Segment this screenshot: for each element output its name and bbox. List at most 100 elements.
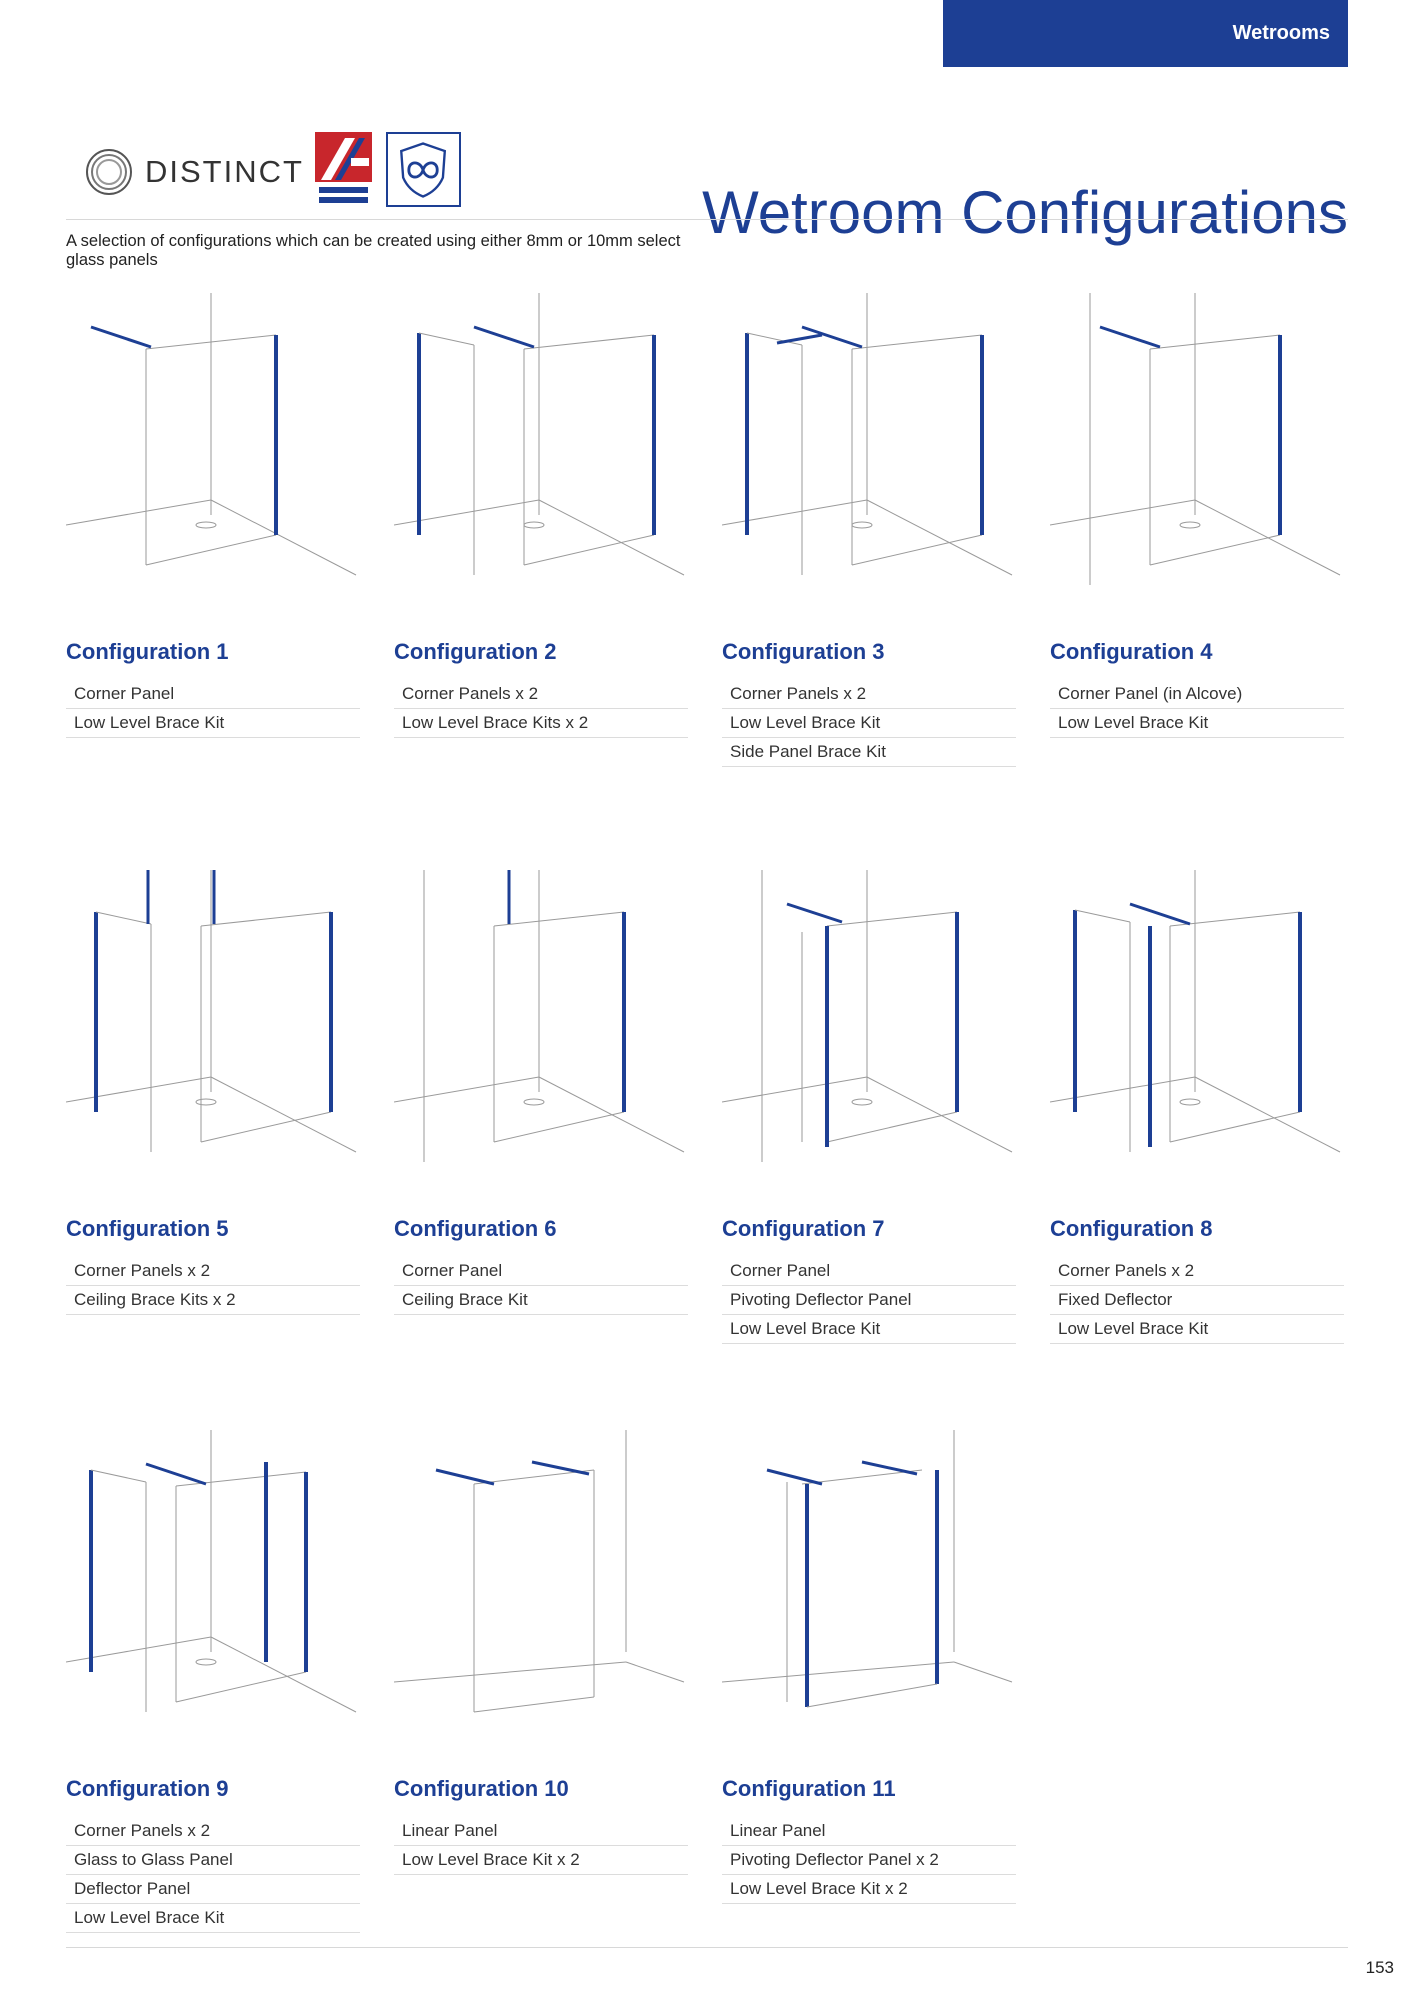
panel-bottom xyxy=(200,1111,332,1143)
brace-bar xyxy=(531,1460,590,1476)
configuration-item: Low Level Brace Kit xyxy=(66,1904,360,1933)
configuration-title: Configuration 8 xyxy=(1050,1216,1213,1241)
configuration-item: Corner Panels x 2 xyxy=(394,680,688,709)
configuration-title: Configuration 7 xyxy=(722,1216,885,1241)
configuration-item: Corner Panel (in Alcove) xyxy=(1050,680,1344,709)
brace-bar xyxy=(145,1462,207,1486)
brace-bar xyxy=(473,325,535,349)
panel-top xyxy=(90,1469,147,1483)
floor-drain-icon xyxy=(195,1098,217,1106)
configuration-drawing xyxy=(394,1430,685,1713)
floor-drain-icon xyxy=(851,1098,873,1106)
panel-top xyxy=(1169,911,1301,927)
configuration-drawing xyxy=(66,1430,357,1713)
configuration-item: Low Level Brace Kit xyxy=(1050,1315,1344,1344)
brace-bar xyxy=(776,333,823,345)
panel-top xyxy=(1074,909,1131,923)
floor-left-line xyxy=(394,1076,540,1103)
floor-right-line xyxy=(625,1661,685,1683)
panel-top xyxy=(418,332,475,346)
configuration-item: Corner Panels x 2 xyxy=(66,1257,360,1286)
configuration-item: Low Level Brace Kit xyxy=(722,1315,1016,1344)
configuration-title: Configuration 3 xyxy=(722,639,885,664)
configuration-item: Deflector Panel xyxy=(66,1875,360,1904)
floor-right-line xyxy=(1194,1076,1341,1153)
configuration-item: Fixed Deflector xyxy=(1050,1286,1344,1315)
configuration-item: Glass to Glass Panel xyxy=(66,1846,360,1875)
configuration-item: Corner Panels x 2 xyxy=(722,680,1016,709)
configuration-item: Pivoting Deflector Panel x 2 xyxy=(722,1846,1016,1875)
panel-bottom xyxy=(826,1111,958,1143)
panel-bottom xyxy=(175,1671,307,1703)
panel-top xyxy=(493,911,625,927)
configuration-item: Corner Panels x 2 xyxy=(1050,1257,1344,1286)
panel-bottom xyxy=(1169,1111,1301,1143)
floor-drain-icon xyxy=(195,1658,217,1666)
floor-left-line xyxy=(1050,1076,1196,1103)
floor-left-line xyxy=(722,1076,868,1103)
configuration-item: Low Level Brace Kit xyxy=(722,709,1016,738)
configuration-title: Configuration 11 xyxy=(722,1776,896,1801)
panel-bottom xyxy=(473,1696,595,1713)
configuration-item: Low Level Brace Kit xyxy=(1050,709,1344,738)
configuration-title: Configuration 4 xyxy=(1050,639,1213,664)
configuration-item: Low Level Brace Kits x 2 xyxy=(394,709,688,738)
panel-top xyxy=(746,332,803,346)
configuration-drawing xyxy=(66,293,357,576)
configuration-title: Configuration 5 xyxy=(66,1216,229,1241)
floor-right-line xyxy=(210,1076,357,1153)
floor-right-line xyxy=(866,1076,1013,1153)
floor-left-line xyxy=(1050,499,1196,526)
panel-top xyxy=(851,334,983,350)
floor-left-line xyxy=(66,499,212,526)
brace-bar xyxy=(766,1468,823,1486)
configuration-item: Pivoting Deflector Panel xyxy=(722,1286,1016,1315)
configuration-item: Ceiling Brace Kits x 2 xyxy=(66,1286,360,1315)
floor-left-line xyxy=(66,1076,212,1103)
section-tab[interactable]: Wetrooms xyxy=(943,0,1348,67)
floor-drain-icon xyxy=(1179,521,1201,529)
configuration-item: Side Panel Brace Kit xyxy=(722,738,1016,767)
floor-line xyxy=(394,1661,627,1683)
panel-bottom xyxy=(493,1111,625,1143)
floor-drain-icon xyxy=(1179,1098,1201,1106)
configuration-item-list: Corner Panel (in Alcove)Low Level Brace … xyxy=(1050,680,1344,738)
configuration-drawing xyxy=(722,1430,1013,1708)
panel-top xyxy=(175,1471,307,1487)
panel-bottom xyxy=(851,534,983,566)
configuration-item: Corner Panel xyxy=(722,1257,1016,1286)
configuration-drawing xyxy=(1050,870,1341,1153)
floor-right-line xyxy=(210,1636,357,1713)
configuration-title: Configuration 10 xyxy=(394,1776,569,1801)
panel-top xyxy=(1149,334,1281,350)
configuration-drawing xyxy=(1050,293,1341,585)
panel-top xyxy=(523,334,655,350)
configuration-item: Corner Panel xyxy=(66,680,360,709)
configuration-drawing xyxy=(394,870,685,1162)
brace-bar xyxy=(1099,325,1161,349)
panel-top xyxy=(826,911,958,927)
configuration-item: Low Level Brace Kit xyxy=(66,709,360,738)
brand: DISTINCT xyxy=(85,148,304,196)
made-in-britain-icon xyxy=(315,132,372,203)
brace-bar xyxy=(861,1460,918,1476)
floor-right-line xyxy=(538,499,685,576)
configuration-item: Low Level Brace Kit x 2 xyxy=(722,1875,1016,1904)
floor-right-line xyxy=(866,499,1013,576)
intro-text: A selection of configurations which can … xyxy=(66,232,681,269)
configuration-title: Configuration 6 xyxy=(394,1216,557,1241)
configuration-item: Linear Panel xyxy=(722,1817,1016,1846)
configuration-item: Corner Panel xyxy=(394,1257,688,1286)
panel-top xyxy=(200,911,332,927)
floor-drain-icon xyxy=(523,521,545,529)
floor-drain-icon xyxy=(195,521,217,529)
floor-right-line xyxy=(210,499,357,576)
panel-bottom xyxy=(145,534,277,566)
page-title: Wetroom Configurations xyxy=(702,179,1348,247)
